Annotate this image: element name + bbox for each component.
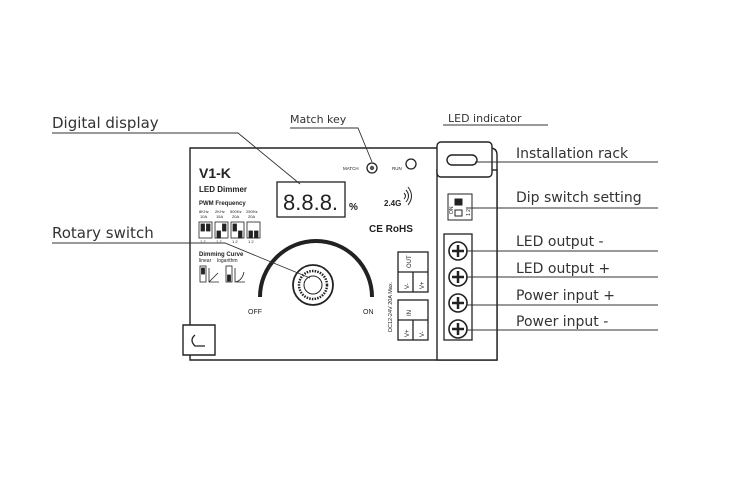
off-label: OFF <box>248 309 262 316</box>
leader-digital-display <box>52 132 301 185</box>
curve-switches <box>199 265 245 283</box>
callout-rotary-switch: Rotary switch <box>52 224 154 242</box>
dial-arc <box>258 239 374 298</box>
leader-match-key <box>290 127 373 163</box>
on-label: ON <box>363 309 374 316</box>
leader-lines <box>52 124 658 331</box>
out-v-plus: V+ <box>420 281 426 289</box>
callout-led-output-plus: LED output + <box>516 261 610 277</box>
pwm-dip-nums-1: 1 2 <box>200 239 206 244</box>
callout-power-input-minus: Power input - <box>516 314 608 330</box>
pwm-dip-nums-2: 1 2 <box>216 239 222 244</box>
curve-log: logarithm <box>217 258 238 264</box>
mounting-slot <box>191 334 205 347</box>
dip-block-nums: 1 2 <box>466 209 472 216</box>
curve-linear-icon <box>208 268 219 283</box>
display-digits: 8.8.8. <box>283 190 338 215</box>
model-label: V1-K <box>199 165 231 181</box>
callout-installation-rack: Installation rack <box>516 146 629 162</box>
out-label: OUT <box>407 255 413 268</box>
terminal-led-output-plus[interactable] <box>448 267 468 287</box>
subtitle-label: LED Dimmer <box>199 185 247 194</box>
pwm-current-4: 20A <box>248 214 255 219</box>
curve-linear: linear <box>199 258 212 264</box>
spec-label: DC12-24V 20A Max. <box>388 281 394 332</box>
rotary-switch-knob[interactable] <box>292 264 334 306</box>
leader-rotary-switch <box>52 242 311 279</box>
pwm-freq-2: 2KHz <box>215 209 225 214</box>
pwm-freq-4: 250Hz <box>246 209 258 214</box>
pwm-options: 8KHz 10A 2KHz 15A 500Hz 20A 250Hz 20A <box>199 209 258 219</box>
wireless-label: 2.4G <box>384 199 401 208</box>
out-block <box>397 251 429 293</box>
callout-led-output-minus: LED output - <box>516 234 604 250</box>
dip-switch-block[interactable] <box>447 193 473 221</box>
callout-led-indicator: LED indicator <box>448 112 522 125</box>
installation-rack <box>436 141 493 178</box>
pwm-dip-switches <box>198 221 261 239</box>
out-v-minus: V- <box>405 283 411 289</box>
pwm-current-3: 20A <box>232 214 239 219</box>
callout-match-key: Match key <box>290 113 347 126</box>
run-label: RUN <box>392 166 402 171</box>
match-label: MATCH <box>343 166 359 171</box>
terminal-led-output-minus[interactable] <box>448 241 468 261</box>
pwm-dip-nums-3: 1 2 <box>232 239 238 244</box>
cert-label: CE RoHS <box>369 224 413 235</box>
callout-dip-switch-setting: Dip switch setting <box>516 190 642 206</box>
wireless-icon <box>403 186 412 206</box>
callout-power-input-plus: Power input + <box>516 288 615 304</box>
curve-dip-log <box>225 265 233 283</box>
curve-log-icon <box>234 268 245 283</box>
terminal-power-input-plus[interactable] <box>448 293 468 313</box>
pwm-title: PWM Frequency <box>199 201 246 207</box>
pwm-dip-nums-4: 1 2 <box>248 239 254 244</box>
in-block <box>397 299 429 341</box>
in-v-plus: V+ <box>405 329 411 337</box>
pwm-freq-1: 8KHz <box>199 209 209 214</box>
in-label: IN <box>407 310 413 316</box>
curve-title: Dimming Curve <box>199 252 244 258</box>
led-indicator-light <box>405 158 417 170</box>
callout-digital-display: Digital display <box>52 114 159 132</box>
in-v-minus: V- <box>420 331 426 337</box>
pwm-freq-3: 500Hz <box>230 209 242 214</box>
pwm-current-1: 10A <box>200 214 207 219</box>
percent-sign: % <box>349 202 358 213</box>
terminal-power-input-minus[interactable] <box>448 319 468 339</box>
dip-block-on: ON <box>449 206 455 214</box>
match-key-button-inner <box>369 165 375 171</box>
pwm-current-2: 15A <box>216 214 223 219</box>
digital-display: 8.8.8. <box>276 181 346 218</box>
